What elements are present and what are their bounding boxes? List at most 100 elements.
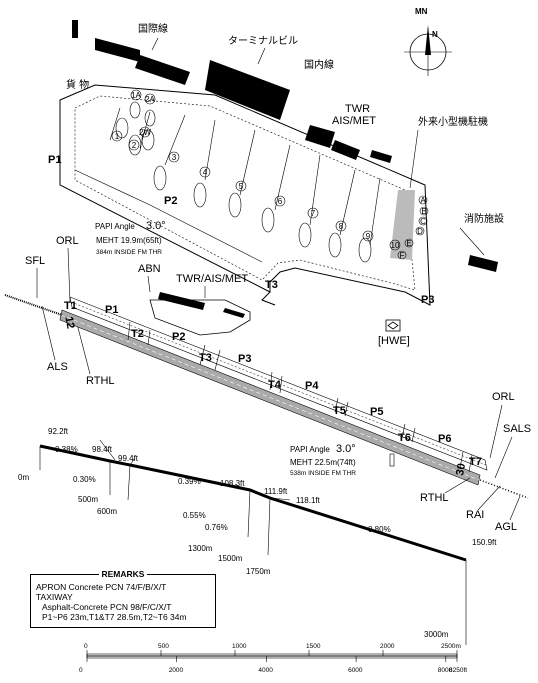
stand-a: A — [420, 196, 426, 205]
dist-1750m: 1750m — [246, 567, 271, 576]
papi-right-angle: 3.0° — [336, 443, 356, 455]
cargo-building — [135, 55, 190, 85]
stand-7: 7 — [311, 209, 316, 218]
agl-label: AGL — [495, 521, 517, 533]
stand-2: 2 — [132, 141, 137, 150]
apron-p4: P4 — [305, 380, 319, 392]
scale-label-ft: 8000 — [438, 667, 453, 674]
orl-right-label: ORL — [492, 391, 515, 403]
stand-ovals — [115, 101, 372, 263]
dist-1300m: 1300m — [188, 544, 213, 553]
upper-apron — [59, 84, 431, 306]
ais-met-label-top: AIS/MET — [332, 115, 376, 127]
papi-left-dist: 384m INSIDE FM THR — [96, 249, 162, 256]
stand-1: 1 — [115, 132, 120, 141]
als-label: ALS — [47, 361, 68, 373]
slope-0-30: 0.30% — [73, 475, 96, 484]
elev-150-9: 150.9ft — [472, 538, 497, 547]
apron-p3-lower: P3 — [238, 353, 251, 365]
stand-1a: 1A — [131, 91, 141, 100]
stand-circles — [111, 89, 429, 260]
elev-111-9: 111.9ft — [264, 487, 288, 496]
approach-lights-right — [479, 479, 529, 499]
remarks-line-1: APRON Concrete PCN 74/F/B/X/T — [36, 582, 167, 592]
magnetic-north-label: MN — [415, 7, 428, 16]
buildings — [72, 20, 498, 272]
dist-600m: 600m — [97, 507, 117, 516]
scale-label-m: 2500m — [441, 643, 461, 650]
apron-p2-lower: P2 — [172, 331, 185, 343]
stand-d: D — [417, 227, 423, 236]
remarks-line-2: TAXIWAY — [36, 592, 73, 602]
slope-0-80: 0.80% — [368, 525, 391, 534]
lower-apron — [149, 299, 251, 336]
elev-92-2: 92.2ft — [48, 427, 69, 436]
cargo-label: 貨 物 — [66, 78, 89, 91]
slope-0-38: 0.38% — [55, 445, 78, 454]
building — [72, 20, 78, 38]
runway-profile: 92.2ft 98.4ft 99.4ft 108.3ft 111.9ft 118… — [18, 427, 497, 645]
orl-left-label: ORL — [56, 235, 79, 247]
scale-label-ft: 0 — [79, 667, 83, 674]
papi-left-meht: MEHT 19.9m(65ft) — [96, 236, 162, 245]
taxiway-t5: T5 — [333, 405, 346, 417]
papi-right-title: PAPI Angle — [290, 445, 330, 454]
stand-8: 8 — [339, 222, 344, 231]
hwe-marker: [HWE] — [378, 319, 410, 347]
terminal-building — [205, 60, 290, 120]
runway-end-30: 30 — [454, 462, 468, 476]
remarks-line-3: Asphalt-Concrete PCN 98/F/C/X/T — [42, 602, 172, 612]
approach-lights-left — [4, 294, 63, 316]
apron-p1-lower: P1 — [105, 304, 118, 316]
hwe-label: [HWE] — [378, 335, 410, 347]
apron-p6: P6 — [438, 433, 451, 445]
stand-b: B — [421, 207, 426, 216]
scale-label-ft: 6000 — [348, 667, 363, 674]
stand-e: E — [406, 239, 411, 248]
scale-label-m: 1000 — [232, 643, 247, 650]
stand-4: 4 — [203, 168, 208, 177]
true-north-label: N — [432, 30, 438, 39]
apron-p5: P5 — [370, 406, 383, 418]
small-aircraft-parking — [390, 190, 415, 260]
connectors — [127, 321, 473, 473]
stand-3: 3 — [172, 153, 177, 162]
intl-label: 国際線 — [138, 22, 168, 35]
dist-3000m: 3000m — [424, 630, 449, 639]
taxiway-t6: T6 — [398, 432, 411, 444]
rthl-left-label: RTHL — [86, 375, 115, 387]
stand-6: 6 — [278, 197, 283, 206]
scale-label-ft: 4000 — [258, 667, 273, 674]
papi-right-dist: 538m INSIDE FM THR — [290, 470, 356, 477]
stand-9: 9 — [366, 232, 371, 241]
north-arrow: MN N — [404, 7, 452, 76]
parallel-taxiway — [69, 296, 488, 471]
twr-ais-met-mid-label: TWR/AIS/MET — [176, 273, 248, 285]
profile-line — [39, 444, 467, 562]
stand-labels: 1 1A 2A 2 2W 3 4 5 6 7 8 9 10 A B C D E … — [115, 91, 427, 260]
twr-label-top: TWR — [345, 103, 370, 115]
papi-left: PAPI Angle 3.0° MEHT 19.9m(65ft) 384m IN… — [95, 220, 166, 256]
taxiway-t3: T3 — [199, 352, 212, 364]
slope-0-76: 0.76% — [205, 523, 228, 532]
elev-108-3: 108.3ft — [220, 479, 245, 488]
sals-label: SALS — [503, 423, 531, 435]
terminal-label: ターミナルビル — [228, 35, 298, 47]
dist-1500m: 1500m — [218, 554, 243, 563]
elev-118-1: 118.1ft — [296, 496, 321, 505]
scale-label-ft: 2000 — [169, 667, 184, 674]
remarks-title: REMARKS — [98, 569, 148, 579]
fire-station-building — [468, 255, 498, 272]
slope-0-39: 0.39% — [178, 477, 201, 486]
foreign-small-parking-label: 外来小型機駐機 — [418, 115, 488, 128]
stand-2a: 2A — [145, 95, 155, 104]
taxiway-t1: T1 — [64, 300, 77, 312]
scale-label-ft: 8250ft — [449, 667, 467, 674]
rthl-right-label: RTHL — [420, 492, 449, 504]
runway-end-12: 12 — [62, 316, 76, 330]
stand-2w: 2W — [139, 128, 151, 137]
slope-0-55: 0.55% — [183, 511, 206, 520]
scale-label-m: 2000 — [380, 643, 395, 650]
